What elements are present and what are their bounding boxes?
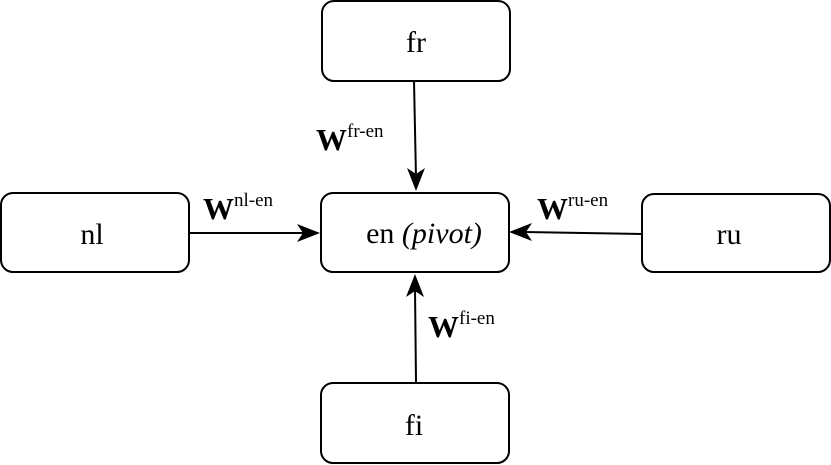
node-fr: fr — [321, 0, 511, 82]
edge-nl-en — [189, 224, 320, 242]
node-en-pivot-tag: (pivot) — [402, 217, 482, 250]
edge-ru-en-label: Wru-en — [537, 190, 609, 226]
node-nl-label: nl — [80, 218, 103, 251]
node-en-label: en (pivot) — [366, 217, 482, 250]
edge-fr-en — [407, 80, 425, 191]
node-ru: ru — [641, 193, 831, 273]
node-fr-label: fr — [406, 26, 426, 59]
edge-fi-en-symbol: W — [428, 309, 459, 344]
node-en-pivot: en (pivot) — [320, 192, 510, 273]
edge-fr-en-symbol: W — [316, 122, 347, 157]
edge-fi-en-arrowhead — [406, 274, 424, 297]
node-fi: fi — [320, 382, 510, 464]
edge-fi-en — [406, 274, 424, 383]
edge-fi-en-line — [414, 287, 417, 383]
node-nl-box — [0, 192, 190, 273]
edge-nl-en-symbol: W — [203, 191, 234, 226]
node-en-box — [320, 192, 510, 273]
edge-fi-en-superscript: fi-en — [459, 308, 495, 329]
edge-nl-en-superscript: nl-en — [234, 190, 274, 211]
edge-fi-en-label: Wfi-en — [428, 308, 495, 344]
edge-ru-en-arrowhead — [509, 223, 532, 241]
node-en-code: en — [366, 217, 402, 250]
node-nl: nl — [0, 192, 190, 273]
edge-fr-en-line — [413, 80, 417, 179]
edge-ru-en-symbol: W — [537, 191, 568, 226]
edge-ru-en-line — [523, 231, 643, 235]
edge-fr-en-arrowhead — [407, 168, 425, 191]
node-fi-box — [320, 382, 510, 464]
edge-fr-en-label: Wfr-en — [316, 121, 384, 157]
edge-ru-en — [509, 223, 643, 241]
node-ru-box — [641, 193, 831, 273]
node-fi-label: fi — [405, 409, 423, 442]
edge-ru-en-superscript: ru-en — [568, 190, 609, 211]
edge-nl-en-arrowhead — [297, 224, 320, 242]
node-ru-label: ru — [717, 218, 742, 251]
edge-nl-en-label: Wnl-en — [203, 190, 274, 226]
edge-fr-en-superscript: fr-en — [347, 121, 384, 142]
node-fr-box — [321, 0, 511, 82]
